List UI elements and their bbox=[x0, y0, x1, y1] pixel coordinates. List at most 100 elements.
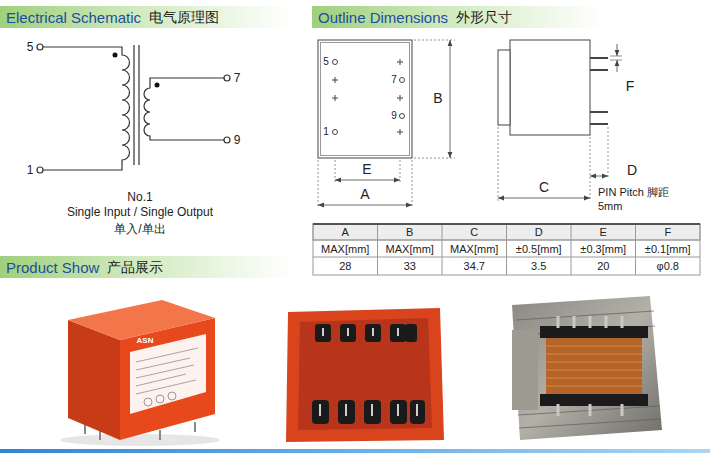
dimension-letter: E bbox=[362, 162, 371, 176]
coil-turns bbox=[546, 346, 642, 386]
dimension-arrow bbox=[450, 40, 451, 158]
core-line bbox=[133, 45, 134, 165]
extension-line bbox=[318, 40, 455, 208]
pin-hole bbox=[400, 114, 405, 119]
dimension-arrow bbox=[617, 44, 618, 56]
frame-bracket bbox=[512, 330, 538, 410]
table-cell: MAX[mm] bbox=[386, 243, 434, 254]
housing-cavity bbox=[298, 318, 432, 430]
housing-frame bbox=[286, 308, 444, 442]
header-title: Product Show bbox=[6, 260, 99, 275]
table-cell: 3.5 bbox=[531, 261, 546, 272]
pin-number: 1 bbox=[323, 127, 329, 137]
table-cell: 34.7 bbox=[464, 261, 485, 272]
dimension-letter: C bbox=[539, 180, 549, 194]
table-cell: MAX[mm] bbox=[321, 243, 369, 254]
table-top-rule bbox=[313, 223, 700, 225]
dimension-lines bbox=[318, 40, 622, 208]
potted-transformer-bottom-photo bbox=[286, 308, 444, 442]
header-title: Electrical Schematic bbox=[6, 10, 141, 25]
shadow bbox=[60, 434, 220, 446]
schematic-number: No.1 bbox=[127, 191, 152, 203]
pin-number: 9 bbox=[391, 111, 397, 121]
dimension-arrow bbox=[335, 180, 400, 181]
cert-mark bbox=[156, 395, 164, 403]
table-cell: ±0.3[mm] bbox=[580, 243, 626, 254]
housing-top bbox=[68, 300, 215, 340]
pin-terminal bbox=[37, 167, 43, 173]
pin-pitch-note: PIN Pitch 脚距 bbox=[598, 187, 669, 198]
housing-outline bbox=[318, 40, 412, 158]
dimension-letter: F bbox=[626, 79, 635, 93]
pin-number: 5 bbox=[323, 57, 329, 67]
dimension-letter: A bbox=[360, 187, 369, 201]
cert-mark bbox=[168, 392, 176, 400]
housing-tab bbox=[498, 50, 510, 125]
section-header: Outline Dimensions 外形尺寸 bbox=[312, 6, 602, 28]
header-title-cn: 外形尺寸 bbox=[456, 10, 512, 24]
dimension-arrow bbox=[617, 60, 618, 72]
primary-winding bbox=[43, 47, 130, 170]
table-frame bbox=[313, 224, 700, 275]
dimension-letter: B bbox=[433, 91, 442, 105]
pin-number: 7 bbox=[234, 72, 241, 84]
housing-side bbox=[510, 40, 590, 135]
pin-number: 5 bbox=[27, 41, 34, 53]
dimension-letter: D bbox=[627, 163, 637, 177]
product-label bbox=[130, 334, 206, 414]
cert-mark bbox=[144, 398, 152, 406]
header-title: Outline Dimensions bbox=[318, 10, 448, 25]
pin-terminal bbox=[37, 44, 43, 50]
housing-face bbox=[68, 320, 120, 440]
header-title-cn: 电气原理图 bbox=[149, 10, 219, 24]
table-header: A bbox=[342, 227, 349, 238]
table-cell: MAX[mm] bbox=[450, 243, 498, 254]
open-frame-transformer-photo bbox=[512, 296, 662, 440]
table-header: C bbox=[470, 227, 478, 238]
potted-transformer-photo bbox=[60, 300, 220, 446]
schematic-caption: Single Input / Single Output bbox=[67, 206, 213, 218]
side-view bbox=[498, 40, 608, 135]
pin-boss bbox=[405, 324, 417, 342]
extension-line bbox=[610, 56, 622, 60]
pin-tip bbox=[320, 328, 417, 416]
copper-coil bbox=[546, 338, 642, 394]
pin-number: 1 bbox=[27, 164, 34, 176]
extension-line bbox=[498, 127, 608, 201]
polarity-dot bbox=[113, 53, 118, 58]
table-cell: 28 bbox=[339, 261, 351, 272]
pin-terminal bbox=[224, 137, 230, 143]
pin-side bbox=[590, 58, 608, 124]
pin-pitch-note: 5mm bbox=[598, 201, 622, 212]
pin-terminal bbox=[224, 75, 230, 81]
footer-bar bbox=[0, 449, 710, 453]
pin-hole bbox=[333, 60, 338, 65]
dimension-arrow bbox=[590, 176, 608, 177]
pin-number: 9 bbox=[234, 134, 241, 146]
table-grid bbox=[313, 224, 700, 275]
table-cell: 33 bbox=[404, 261, 416, 272]
polarity-dot bbox=[155, 83, 160, 88]
transformer-schematic bbox=[37, 44, 230, 173]
blank-pin-mark bbox=[332, 59, 403, 135]
schematic-caption: 单入/单出 bbox=[114, 223, 165, 235]
bobbin-flange bbox=[540, 394, 648, 406]
pin-hole bbox=[333, 130, 338, 135]
dimension-table bbox=[313, 224, 700, 275]
table-cell: φ0.8 bbox=[657, 261, 679, 272]
top-view bbox=[318, 40, 412, 158]
core-line bbox=[138, 45, 139, 165]
pin-number: 7 bbox=[391, 75, 397, 85]
laminated-core bbox=[512, 296, 662, 440]
dimension-arrow bbox=[318, 205, 412, 206]
table-cell: 20 bbox=[597, 261, 609, 272]
dimension-arrow bbox=[498, 198, 590, 199]
terminal-pin bbox=[558, 316, 622, 416]
secondary-winding bbox=[144, 78, 224, 140]
label-print bbox=[136, 348, 198, 394]
table-cell: ±0.5[mm] bbox=[516, 243, 562, 254]
brand-mark: ASN bbox=[137, 337, 154, 345]
bobbin-flange bbox=[540, 326, 648, 338]
table-cell: ±0.1[mm] bbox=[645, 243, 691, 254]
table-header: F bbox=[664, 227, 671, 238]
